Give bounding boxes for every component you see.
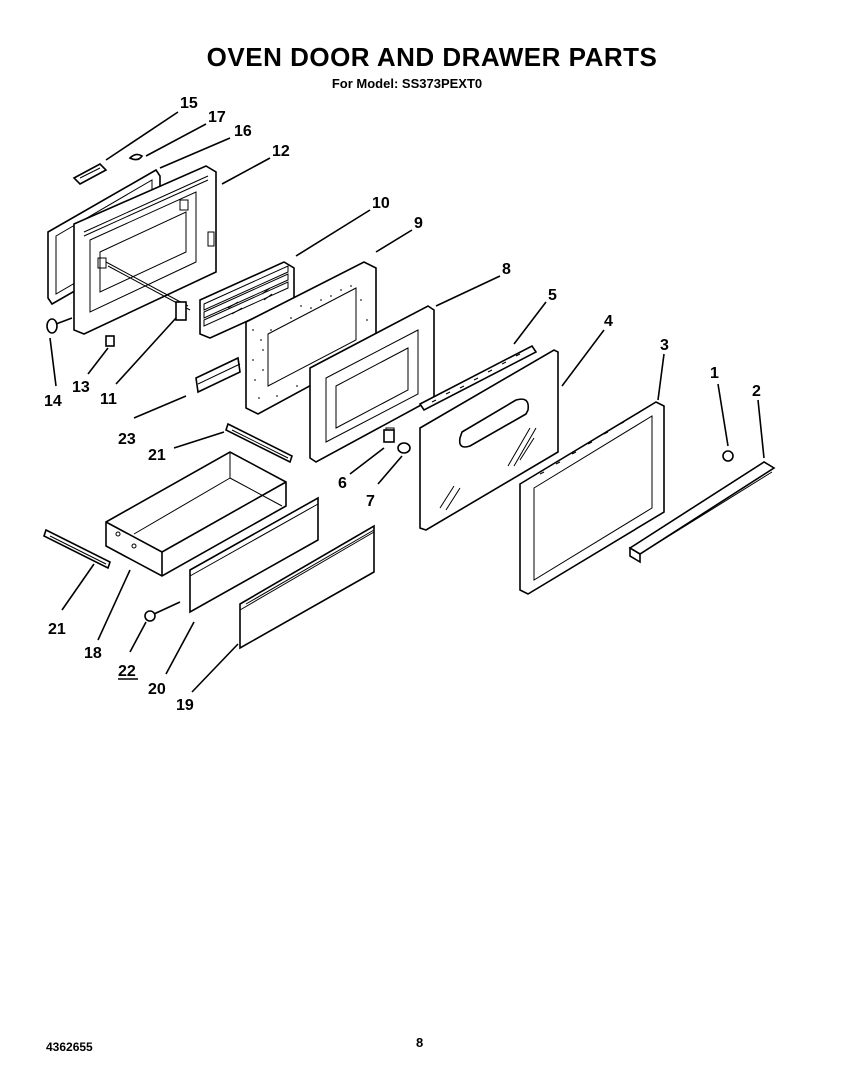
- callout-4: 4: [604, 313, 613, 330]
- callout-18: 18: [84, 645, 102, 662]
- callout-21-upper: 21: [148, 447, 166, 464]
- part-7-knob: [397, 442, 411, 454]
- callout-10: 10: [372, 195, 390, 212]
- part-2-handle-rail: [628, 461, 776, 564]
- callout-23: 23: [118, 431, 136, 448]
- part-1-end-cap: [722, 450, 734, 462]
- part-11-bracket: [175, 301, 187, 321]
- callout-11: 11: [100, 391, 117, 408]
- callout-19: 19: [176, 697, 194, 714]
- callout-17: 17: [208, 109, 226, 126]
- callout-2: 2: [752, 383, 761, 400]
- page-number: 8: [416, 1035, 424, 1050]
- callout-13: 13: [72, 379, 90, 396]
- callout-22: 22: [118, 663, 136, 680]
- part-23-channel: [195, 356, 241, 394]
- part-4-outer-glass: [419, 349, 559, 531]
- callout-3: 3: [660, 337, 669, 354]
- callout-7: 7: [366, 493, 375, 510]
- part-6-bracket: [383, 429, 395, 443]
- callout-14: 14: [44, 393, 62, 410]
- part-20-drawer-panel: [189, 496, 319, 614]
- part-21-slide-rail-lower: [43, 528, 111, 570]
- part-22-screw: [144, 601, 181, 622]
- model-subtitle: For Model: SS373PEXT0: [331, 76, 483, 91]
- callout-15: 15: [180, 95, 198, 112]
- part-13-fastener: [105, 335, 115, 347]
- callout-21-lower: 21: [48, 621, 66, 638]
- callout-12: 12: [272, 143, 290, 160]
- leader-lines: [49, 111, 765, 693]
- part-14-screw: [46, 317, 73, 334]
- callout-1: 1: [710, 365, 719, 382]
- part-12-inner-door: [73, 165, 217, 335]
- page-title: OVEN DOOR AND DRAWER PARTS: [206, 42, 658, 72]
- part-21-slide-rail-upper: [225, 422, 293, 464]
- document-number: 4362655: [46, 1040, 93, 1054]
- callout-20: 20: [148, 681, 166, 698]
- part-5-vent-trim: [418, 344, 538, 412]
- part-19-drawer-front: [239, 524, 375, 650]
- callout-9: 9: [414, 215, 423, 232]
- part-17-clip: [128, 153, 144, 161]
- callout-16: 16: [234, 123, 252, 140]
- part-3-outer-frame: [519, 401, 665, 595]
- callout-6: 6: [338, 475, 347, 492]
- callout-5: 5: [548, 287, 557, 304]
- part-18-drawer: [105, 451, 287, 577]
- part-15-plate: [72, 163, 108, 185]
- callout-8: 8: [502, 261, 511, 278]
